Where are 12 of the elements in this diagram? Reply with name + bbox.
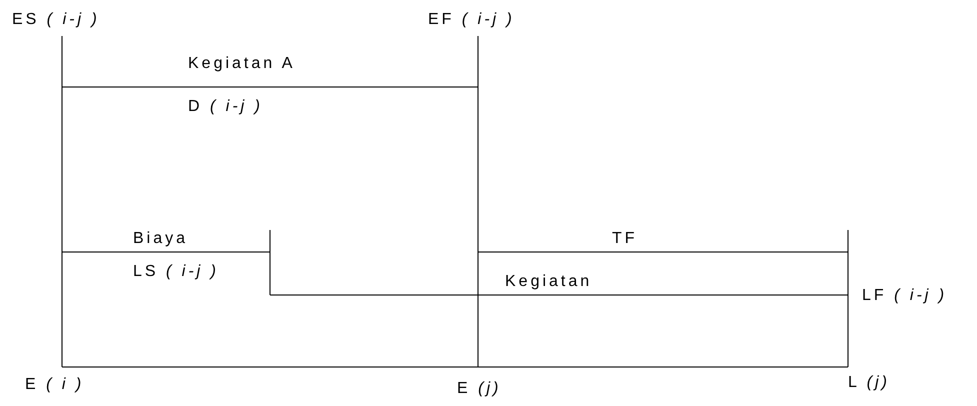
axis-label: Biaya — [133, 229, 188, 249]
axis-label: ES ( i-j ) — [12, 10, 100, 30]
axis-label: Kegiatan A — [188, 54, 296, 74]
axis-label: L (j) — [848, 373, 890, 393]
axis-label: Kegiatan — [505, 272, 592, 292]
axis-label: TF — [612, 229, 638, 249]
axis-label: LF ( i-j ) — [862, 286, 948, 306]
axis-label: LS ( i-j ) — [133, 262, 219, 282]
axis-label: E ( i ) — [25, 375, 84, 395]
axis-label: E (j) — [457, 379, 502, 399]
axis-label: EF ( i-j ) — [428, 10, 515, 30]
axis-label: D ( i-j ) — [188, 97, 263, 117]
